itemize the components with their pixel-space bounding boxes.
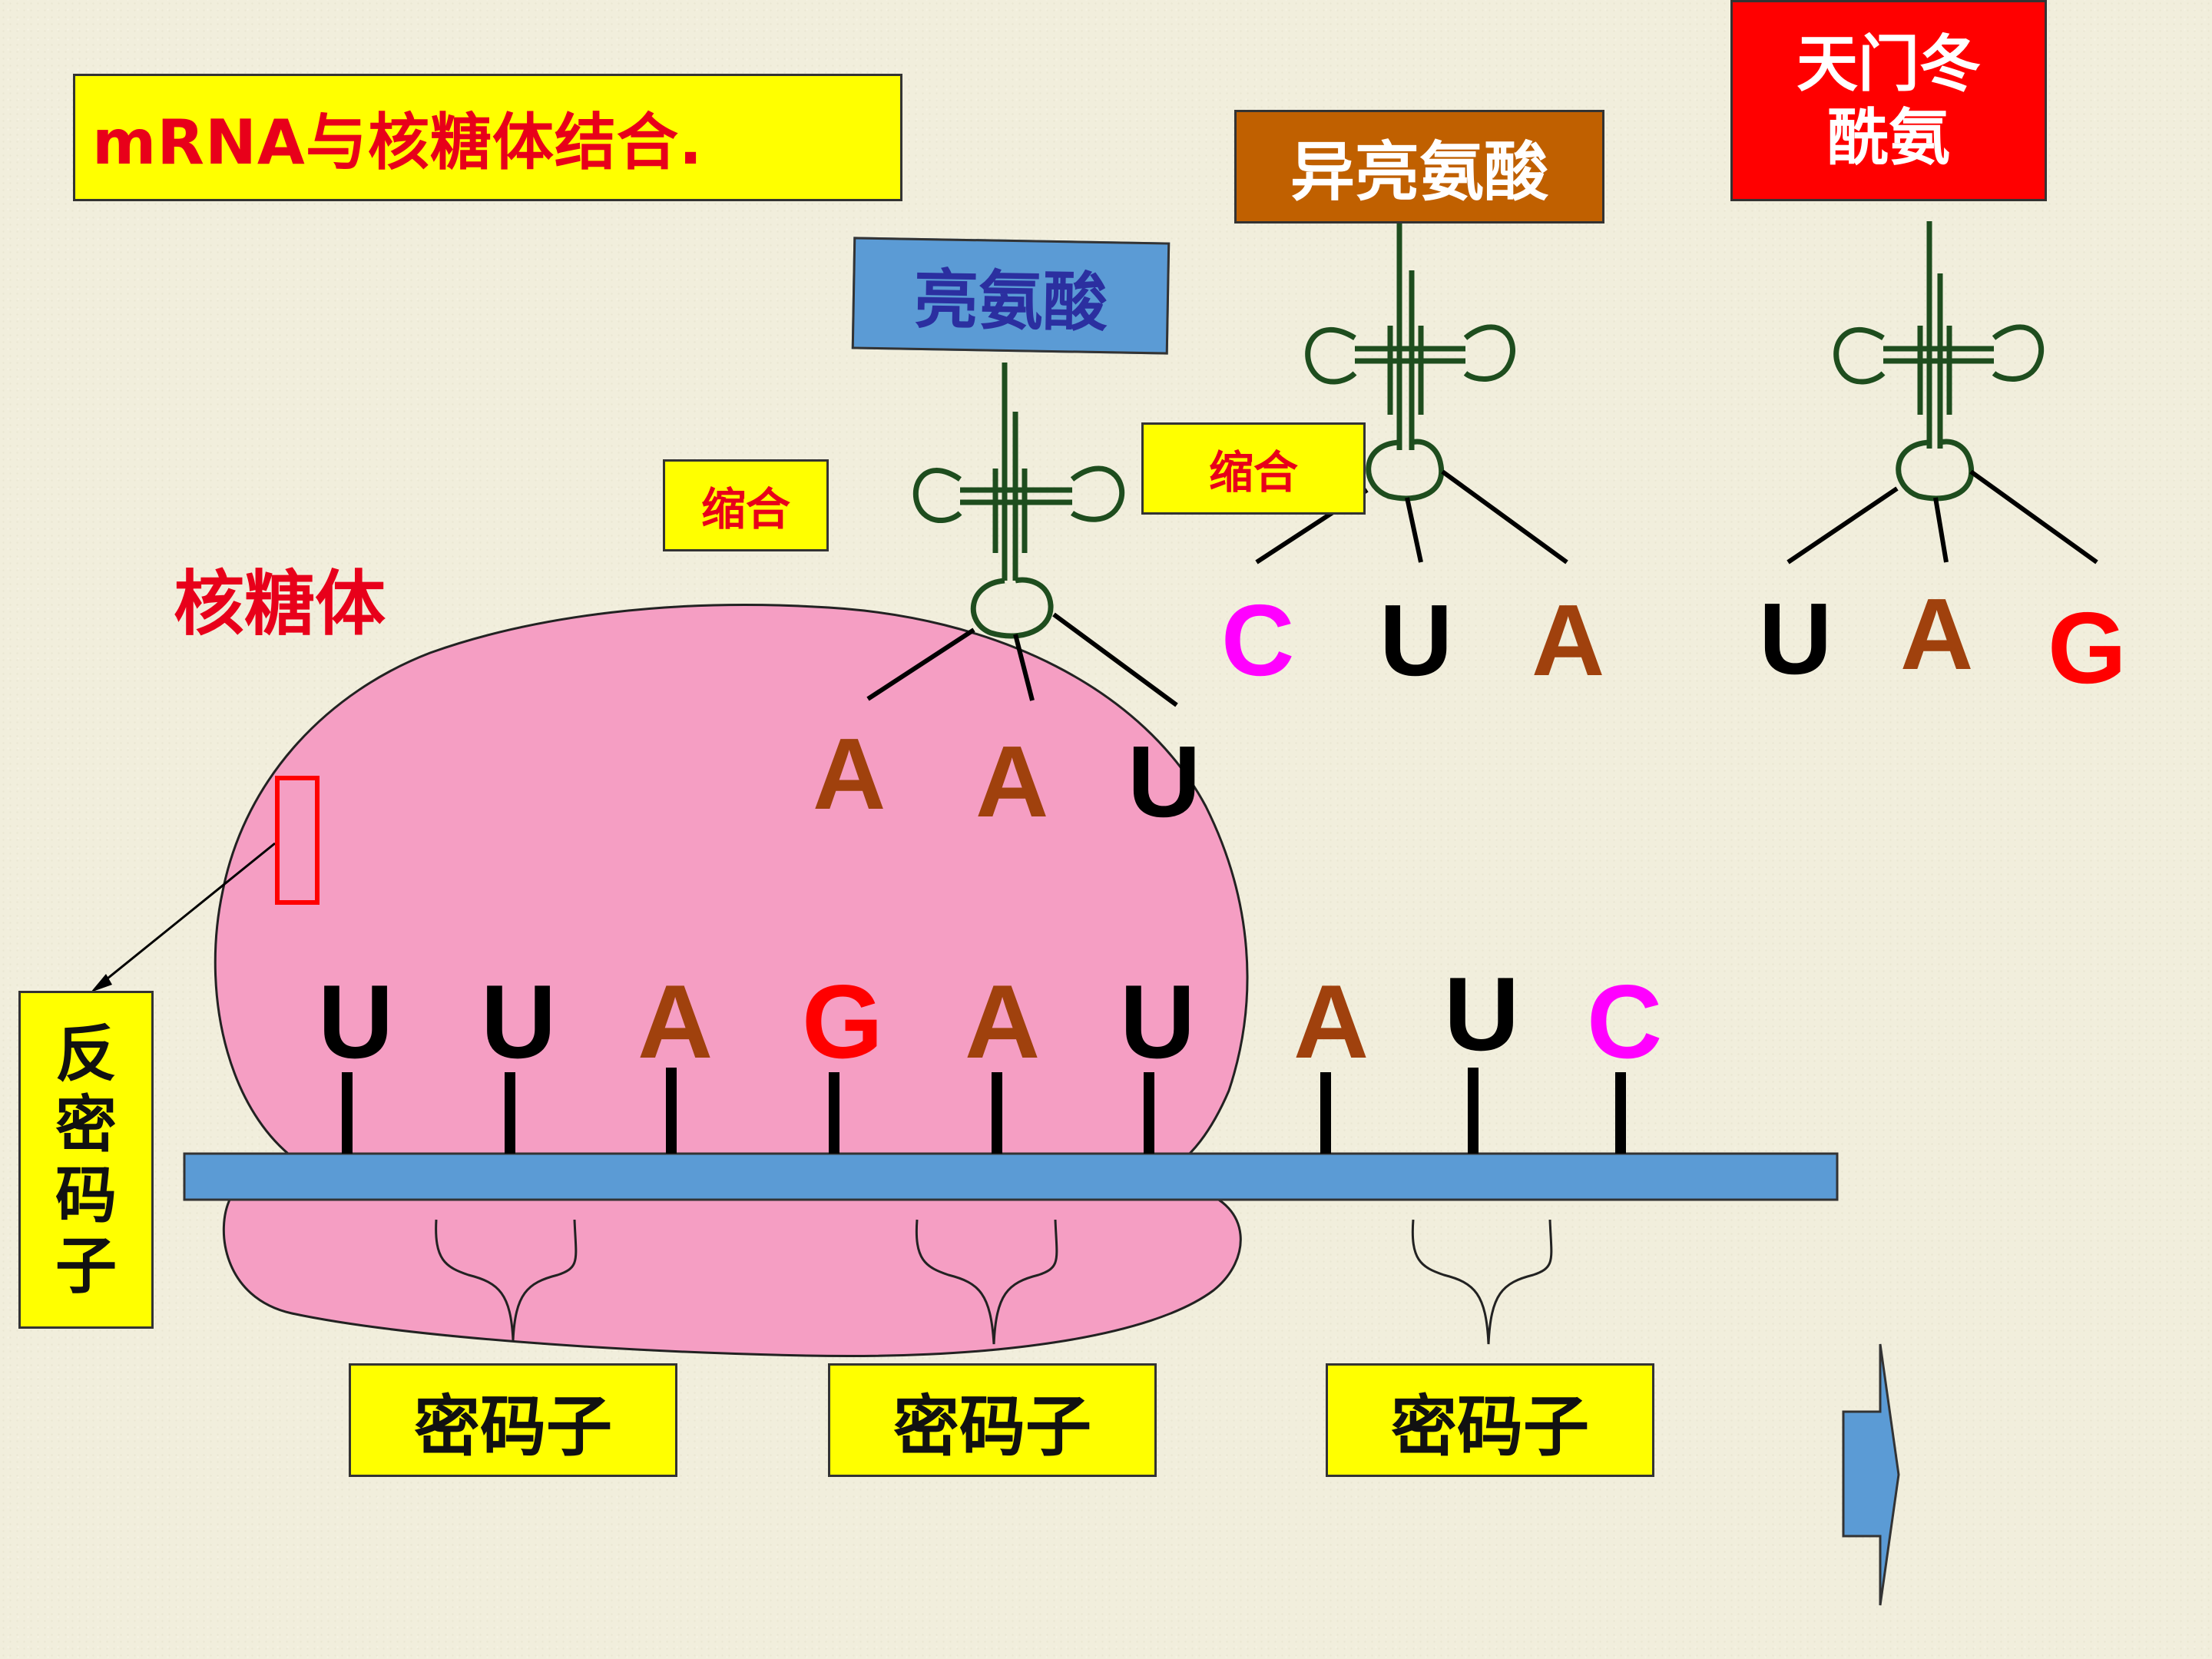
amino-acid-isoleucine-label: 异亮氨酸 xyxy=(1290,133,1548,210)
anticodon-char-1: 反 xyxy=(55,1018,117,1090)
ribosome-label: 核糖体 xyxy=(174,562,386,645)
ribosome-large-subunit xyxy=(214,604,1249,1169)
title-text: mRNA与核糖体结合. xyxy=(92,107,704,178)
mrna-base-6: U xyxy=(1120,963,1196,1080)
mrna-base-5: A xyxy=(965,963,1041,1080)
amino-acid-asparagine-box: 天门冬 酰氨 xyxy=(1730,0,2047,201)
condensation-label-1: 缩合 xyxy=(663,459,829,551)
direction-arrow xyxy=(1842,1343,1900,1606)
codon-label-3: 密码子 xyxy=(1326,1363,1654,1477)
mrna-base-stems xyxy=(342,1068,1626,1154)
ribosome-small-subunit xyxy=(222,1184,1242,1358)
trna2-base-2: U xyxy=(1379,584,1453,697)
anticodon-label-box: 反 密 码 子 xyxy=(18,991,154,1329)
mrna-strand xyxy=(183,1152,1839,1201)
mrna-base-9: C xyxy=(1587,963,1663,1080)
mrna-base-7: A xyxy=(1293,963,1369,1080)
anticodon-highlight-box xyxy=(275,776,320,905)
title-box: mRNA与核糖体结合. xyxy=(73,74,902,201)
anticodon-char-4: 子 xyxy=(55,1230,117,1302)
amino-acid-asparagine-line1: 天门冬 xyxy=(1796,28,1981,100)
anticodon-char-3: 码 xyxy=(55,1159,117,1231)
codon-text-3: 密码子 xyxy=(1391,1387,1589,1465)
anticodon-pointer-arrow xyxy=(91,842,276,992)
mrna-base-4: G xyxy=(802,963,883,1080)
trna2-base-1: C xyxy=(1221,584,1295,697)
trna-3 xyxy=(1786,221,2098,565)
amino-acid-asparagine-line2: 酰氨 xyxy=(1827,101,1950,174)
condensation-text-2: 缩合 xyxy=(1208,446,1298,498)
trna-1 xyxy=(866,363,1178,707)
mrna-base-3: A xyxy=(637,963,714,1080)
codon-text-2: 密码子 xyxy=(893,1387,1091,1465)
trna3-base-2: A xyxy=(1900,578,1974,690)
mrna-base-2: U xyxy=(481,963,557,1080)
condensation-label-2: 缩合 xyxy=(1141,422,1366,515)
mrna-base-1: U xyxy=(318,963,394,1080)
codon-braces xyxy=(435,1219,1553,1345)
condensation-text-1: 缩合 xyxy=(700,483,790,535)
amino-acid-leucine-label: 亮氨酸 xyxy=(913,260,1108,340)
trna1-base-1: A xyxy=(813,717,886,830)
trna2-base-3: A xyxy=(1532,584,1605,697)
mrna-base-8: U xyxy=(1444,955,1520,1072)
codon-label-2: 密码子 xyxy=(828,1363,1157,1477)
anticodon-char-2: 密 xyxy=(55,1088,117,1161)
trna3-base-1: U xyxy=(1759,582,1833,695)
trna1-base-3: U xyxy=(1128,725,1201,838)
trna1-base-2: A xyxy=(975,725,1049,838)
codon-text-1: 密码子 xyxy=(414,1387,612,1465)
amino-acid-leucine-box: 亮氨酸 xyxy=(851,237,1171,355)
trna3-base-3: G xyxy=(2048,591,2127,704)
codon-label-1: 密码子 xyxy=(349,1363,677,1477)
amino-acid-isoleucine-box: 异亮氨酸 xyxy=(1234,110,1604,224)
